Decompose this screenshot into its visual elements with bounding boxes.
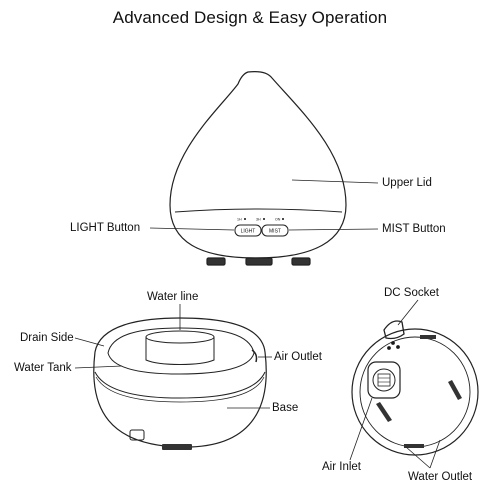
timer-1h-label: 1H (237, 218, 242, 222)
label-mist-button: MIST Button (382, 223, 446, 235)
air-inlet-grille (367, 361, 401, 399)
base-leader-lines (74, 304, 272, 409)
dc-socket-shape (383, 320, 405, 340)
light-button-label: LIGHT (241, 229, 256, 235)
label-air-outlet: Air Outlet (274, 351, 322, 363)
label-base: Base (272, 402, 299, 414)
label-water-tank: Water Tank (14, 362, 72, 374)
label-light-button: LIGHT Button (70, 222, 141, 234)
foot-middle (245, 257, 273, 266)
top-leader-lines (149, 179, 379, 231)
mist-button-label: MIST (269, 229, 281, 235)
lid-seam (174, 208, 343, 213)
page-title: Advanced Design & Easy Operation (112, 8, 388, 27)
timer-on-label: ON (275, 218, 281, 222)
tank-well (107, 327, 255, 375)
label-dc-socket: DC Socket (384, 287, 439, 299)
underside-outer-ring (351, 328, 479, 456)
base-seam (94, 371, 266, 399)
ultrasonic-cylinder (145, 337, 215, 365)
foot-right (291, 257, 311, 266)
light-button-shape (234, 224, 262, 237)
label-water-line: Water line (147, 291, 199, 303)
mist-button-shape (261, 224, 289, 237)
water-outlet-slot-right (448, 380, 462, 400)
water-outlet-slot-bottom (404, 444, 424, 448)
label-drain-side: Drain Side (20, 332, 74, 344)
diffuser-front-view (169, 71, 347, 266)
label-water-outlet: Water Outlet (408, 471, 473, 483)
label-air-inlet: Air Inlet (322, 461, 361, 473)
foot-left (206, 257, 226, 266)
underside-inner-ring (359, 336, 471, 448)
label-upper-lid: Upper Lid (382, 177, 432, 189)
timer-3h-label: 3H (256, 218, 261, 222)
underside-leader-lines (349, 299, 441, 469)
base-view (93, 317, 267, 450)
water-outlet-slot-top (420, 335, 436, 339)
underside-view (351, 320, 479, 456)
water-outlet-slot-left (376, 402, 392, 422)
